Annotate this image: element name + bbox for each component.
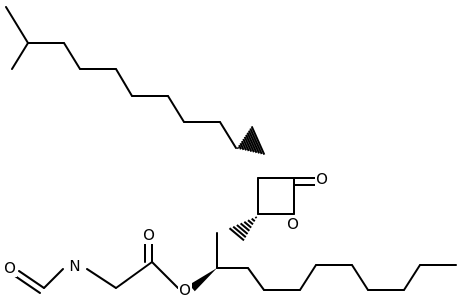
solid-wedge-bond: [189, 268, 217, 292]
hashed-stereo-bond-c4: [228, 216, 258, 242]
carbonyl-oxygen-label: O: [316, 170, 328, 188]
atom-labels: O O O O N O: [3, 170, 329, 299]
lactone-carbonyl-bond: [293, 177, 317, 186]
ester-linkage: [115, 242, 179, 289]
amide-nitrogen-label: N: [69, 257, 80, 275]
beta-lactone-ring: [257, 177, 295, 215]
isodecyl-chain: [5, 6, 237, 149]
heptyl-chain: [216, 264, 457, 291]
ester-oxygen-label: O: [179, 281, 191, 299]
hashed-stereo-bond-c3: [236, 125, 266, 156]
ring-oxygen-label: O: [287, 215, 299, 233]
formyl-oxygen-label: O: [4, 259, 16, 277]
ester-carbonyl-oxygen-label: O: [143, 226, 155, 244]
formylglycine-fragment: [14, 268, 117, 294]
